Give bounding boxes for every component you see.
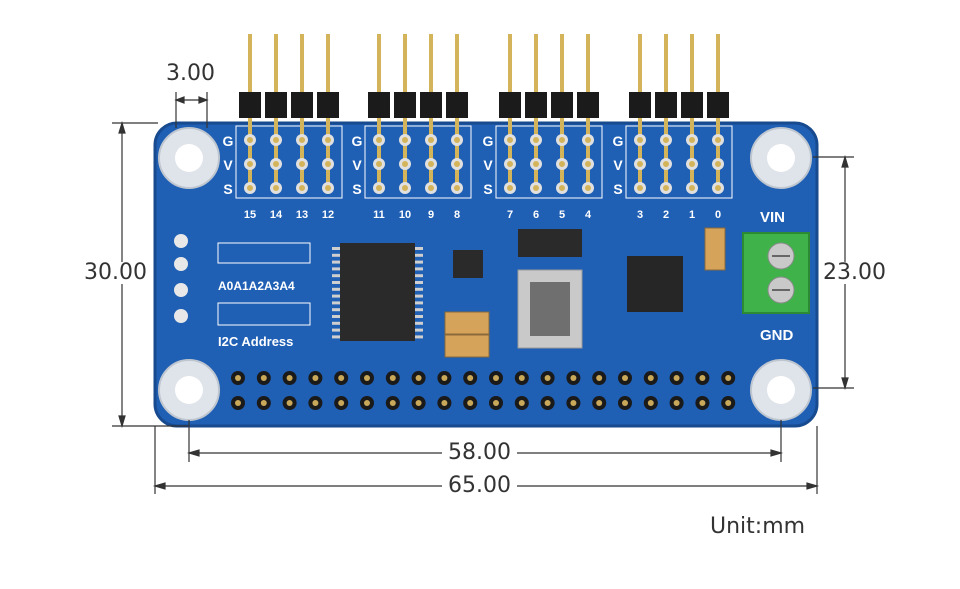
- dim-hole-width: 58.00: [442, 442, 517, 464]
- row-label: V: [483, 157, 493, 173]
- channel-label: 4: [585, 209, 592, 221]
- row-label: G: [483, 133, 494, 149]
- row-label: V: [613, 157, 623, 173]
- capacitors: [444, 227, 726, 358]
- inductor: [517, 269, 583, 349]
- channel-label: 13: [296, 209, 308, 221]
- pwm-driver-chip: [332, 243, 423, 341]
- channel-label: 8: [454, 209, 460, 221]
- channel-label: 9: [428, 209, 434, 221]
- diode: [518, 229, 582, 257]
- row-label: G: [613, 133, 624, 149]
- vin-label: VIN: [760, 209, 785, 226]
- transistor: [453, 250, 483, 278]
- row-label: S: [483, 181, 492, 197]
- pcb-board: [153, 121, 819, 428]
- dim-hole-spacing: 3.00: [166, 61, 215, 86]
- channel-label: 1: [689, 209, 695, 221]
- row-label: S: [352, 181, 361, 197]
- row-label: G: [223, 133, 234, 149]
- channel-label: 12: [322, 209, 334, 221]
- dim-height: 30.00: [84, 260, 147, 285]
- mounting-holes: [158, 127, 812, 421]
- row-label: V: [352, 157, 362, 173]
- channel-label: 11: [373, 209, 385, 221]
- channel-label: 14: [270, 209, 283, 221]
- address-label: A0A1A2A3A4: [218, 279, 295, 293]
- channel-label: 0: [715, 209, 721, 221]
- row-label: S: [613, 181, 622, 197]
- power-terminal-block: [742, 232, 810, 314]
- channel-label: 6: [533, 209, 539, 221]
- gpio-header: [231, 371, 736, 410]
- channel-label: 10: [399, 209, 411, 221]
- gnd-label: GND: [760, 327, 794, 344]
- side-pads: [174, 234, 188, 323]
- row-label: S: [223, 181, 232, 197]
- dim-hole-height: 23.00: [823, 260, 886, 285]
- address-jumpers: [217, 242, 311, 326]
- regulator-chip: [627, 256, 683, 312]
- row-label: G: [352, 133, 363, 149]
- unit-label: Unit:mm: [710, 514, 806, 539]
- channel-label: 5: [559, 209, 565, 221]
- channel-label: 2: [663, 209, 669, 221]
- channel-label: 15: [244, 209, 256, 221]
- channel-label: 3: [637, 209, 643, 221]
- channel-label: 7: [507, 209, 513, 221]
- i2c-address-label: I2C Address: [218, 334, 293, 349]
- row-label: V: [223, 157, 233, 173]
- dim-width: 65.00: [442, 475, 517, 497]
